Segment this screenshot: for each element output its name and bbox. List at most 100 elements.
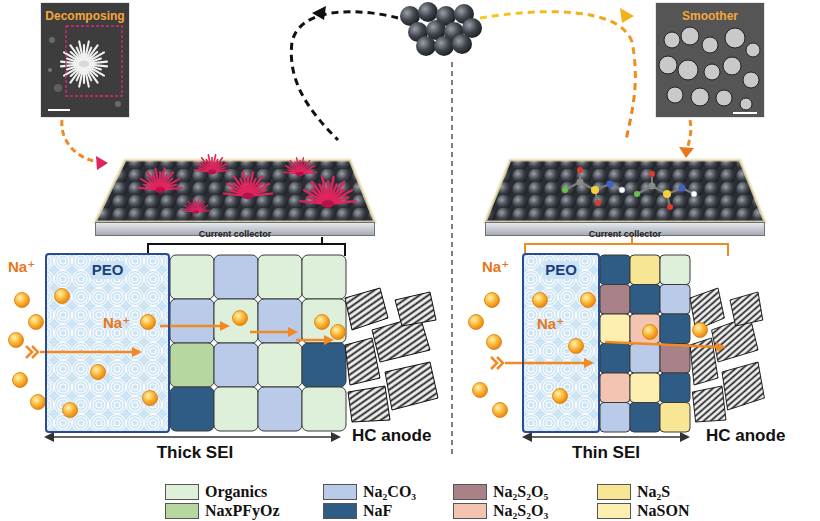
carbon-cluster [400,2,482,56]
sodium-ion [9,289,708,418]
peo-fill [45,253,170,433]
sem-image [667,87,683,103]
legend-swatch [597,503,631,519]
sei-grain [660,255,690,285]
region-label: Thin SEI [572,443,640,463]
hard-carbon [345,288,438,422]
dimension-arrow [52,436,333,438]
node-text: Decomposing [45,9,124,24]
dimension-arrow [680,432,690,442]
peo-fill [522,253,600,433]
electrode-surface [95,160,765,222]
dendrite-flower [138,155,355,214]
ion-arrow [605,342,718,347]
legend-text: Na₂S [637,483,670,500]
node-text: Current collector [589,228,662,240]
node-text: Current collector [199,228,272,240]
sei-grain [660,344,690,374]
sodium-ion [315,315,330,330]
dashed-arrow [62,120,98,162]
sem-image [743,72,759,88]
ion-arrowhead [132,347,142,357]
sem-image [115,101,121,107]
legend-swatch [165,484,199,500]
peo-electrolyte-box: PEO [45,253,170,433]
sei-grain [170,299,214,343]
hard-carbon [690,288,764,422]
dimension-arrow [44,432,54,442]
dimension-arrow [331,432,341,442]
sei-grain [214,387,258,431]
peo-fill [522,253,600,433]
salt-molecule [562,167,697,210]
sodium-ion [493,403,508,418]
ion-arrow [250,331,290,334]
carbon-cluster [434,36,454,56]
sei-grain [660,403,690,433]
hard-carbon [345,288,388,330]
dashed-arrow [620,8,634,23]
sodium-ion [9,333,24,348]
sem-image [66,26,122,96]
ion-arrow [505,362,586,365]
region-label: HC anode [352,426,431,446]
sei-grain [630,344,660,374]
dendrite-flower [301,177,356,208]
dendrite-flower [138,168,182,193]
sei-grain [600,285,630,315]
dashed-arrow [62,6,694,170]
legend-swatch [323,503,357,519]
sem-inset: Smoother [655,2,765,118]
sodium-ion [553,389,568,404]
sodium-ion [569,339,584,354]
peo-electrolyte-box: PEO [522,253,600,433]
ion-arrowhead [220,321,230,331]
sei-grain [258,299,302,343]
dashed-arrow [312,6,326,20]
sem-image [733,112,757,114]
sodium-ion [487,335,502,350]
sei-grain [302,387,346,431]
legend-text: Na₂S₂O₅ [493,483,548,500]
sem-image [664,32,680,48]
current-collector: Current collector [95,222,375,236]
sodium-ion [15,293,30,308]
sem-image [659,56,677,74]
node-text: PEO [543,261,579,279]
sei-grain [214,255,258,299]
sei-grain [214,343,258,387]
sem-image [61,41,107,86]
sem-image [746,43,760,57]
salt-molecule [562,167,625,206]
sodium-ion [469,315,484,330]
sodium-ion [233,311,248,326]
ion-arrowhead [288,327,298,337]
ion-arrow [296,339,326,342]
sei-grain [214,299,258,343]
dashed-arrow [96,156,108,170]
sei-grain [660,314,690,344]
ion-arrowhead [324,335,334,345]
ion-arrowhead [716,342,726,352]
carbon-cluster [418,2,438,22]
sodium-ion [643,325,658,340]
sodium-ion [141,315,156,330]
legend-swatch [453,503,487,519]
dashed-arrow [679,147,694,158]
sodium-ion [485,293,500,308]
sodium-ion [31,395,46,410]
sem-image [704,64,720,80]
hard-carbon [385,362,438,410]
region-label: HC anode [706,426,785,446]
sem-image [691,88,709,106]
ion-label: Na⁺ [482,258,509,276]
ion-arrow [26,326,718,369]
legend-text: NaSON [637,502,689,519]
sem-image [48,109,70,111]
dendrite-flower [284,158,317,176]
sei-grain [600,344,630,374]
dimension-arrow [522,432,532,442]
sei-grain [170,343,214,387]
sem-image [678,60,698,80]
current-collector: Current collector [485,222,765,236]
